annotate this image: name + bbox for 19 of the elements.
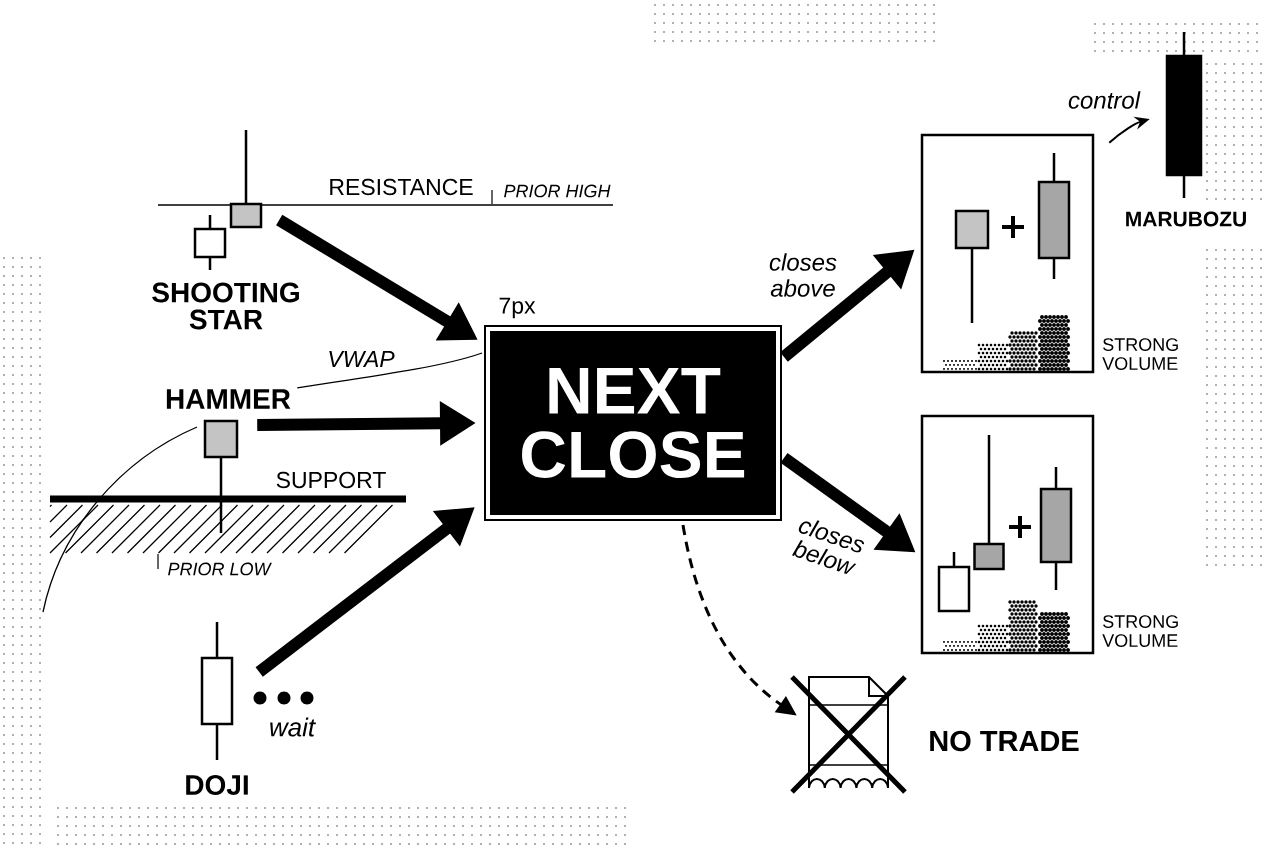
node-label: STRONG VOLUME bbox=[1102, 615, 1178, 647]
node-label: MARUBOZU bbox=[1126, 211, 1246, 227]
node-label: STRONG VOLUME bbox=[1102, 338, 1178, 370]
node-label: NO TRADE bbox=[930, 730, 1079, 752]
edge-label: closes above bbox=[762, 252, 844, 298]
line-label: RESISTANCE bbox=[330, 178, 473, 196]
edge-label: closes below bbox=[782, 512, 874, 580]
edge-label: control bbox=[1067, 90, 1141, 110]
process-box: NEXT CLOSE bbox=[484, 325, 782, 521]
line-label: PRIOR LOW bbox=[168, 562, 272, 576]
edge-label: VWAP bbox=[326, 350, 396, 368]
node-label: HAMMER bbox=[166, 389, 291, 409]
line-label: SUPPORT bbox=[276, 471, 386, 489]
node-label: SHOOTING STAR bbox=[152, 282, 299, 330]
node-label: wait bbox=[270, 717, 316, 737]
line-label: PRIOR HIGH bbox=[504, 184, 611, 198]
node-label: 7px bbox=[499, 297, 536, 319]
node-label: DOJI bbox=[186, 775, 248, 795]
connector-line bbox=[296, 352, 483, 389]
